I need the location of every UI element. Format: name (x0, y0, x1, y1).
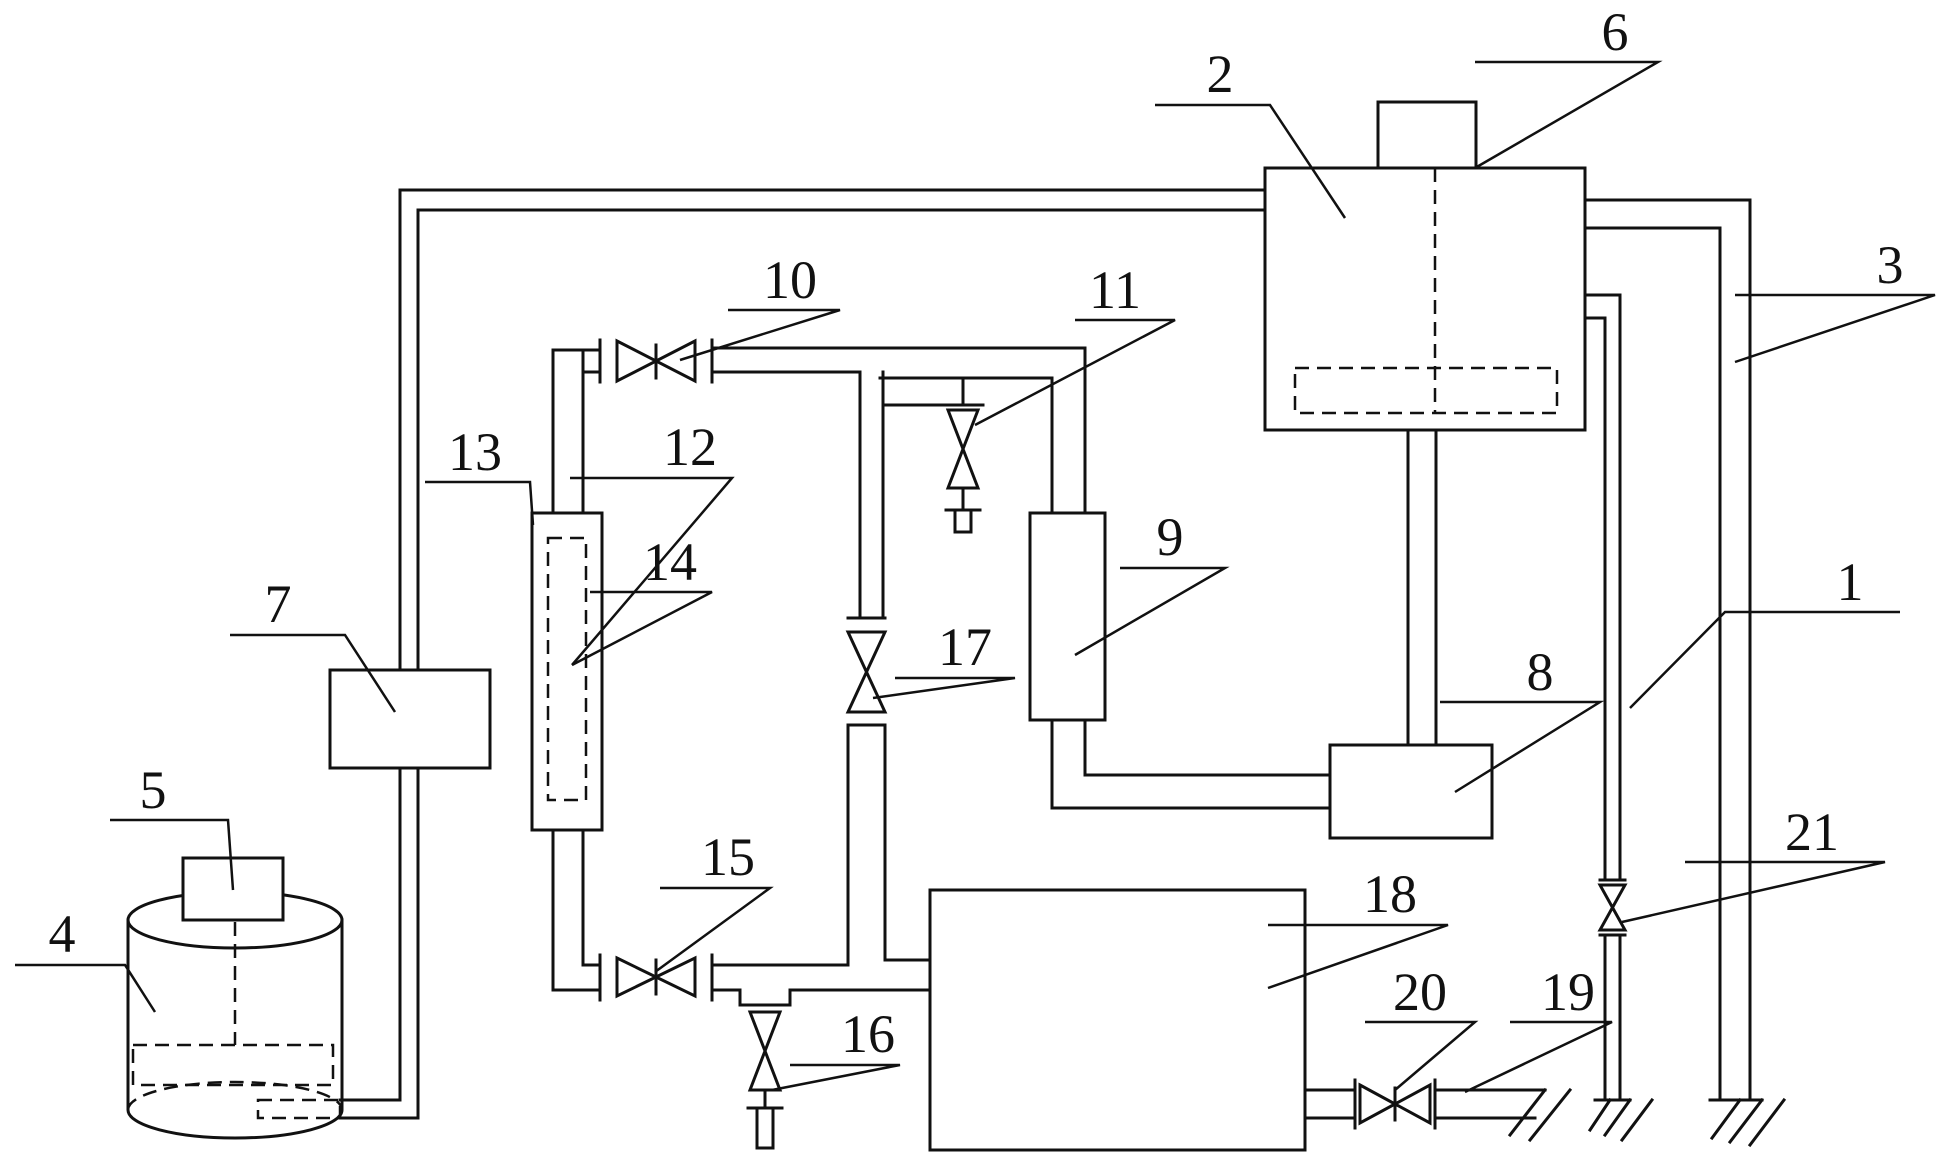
label-14: 14 (643, 532, 697, 592)
label-17: 17 (938, 617, 992, 677)
label-9: 9 (1157, 507, 1184, 567)
label-11: 11 (1089, 260, 1141, 320)
pipe-12-top (551, 348, 602, 515)
label-6: 6 (1602, 2, 1629, 62)
ground-hatch-outlet-19 (1507, 1087, 1573, 1143)
pipe-9-to-10 (710, 346, 1087, 620)
label-10: 10 (763, 250, 817, 310)
tank-2 (1263, 166, 1587, 432)
pipe-2-to-8 (1406, 428, 1438, 747)
unit-7 (328, 668, 492, 770)
tank-4 (126, 890, 344, 1140)
pipe-8-to-9 (1050, 718, 1332, 810)
valve-10 (598, 338, 714, 384)
label-20: 20 (1393, 962, 1447, 1022)
label-7: 7 (265, 574, 292, 634)
ground-hatch-pipe-1 (1587, 1097, 1655, 1143)
unit-9 (1028, 511, 1107, 722)
tank-18 (928, 888, 1307, 1152)
column-element-14 (546, 536, 588, 802)
label-18: 18 (1363, 864, 1417, 924)
pipe-1 (1583, 293, 1622, 1102)
return-pipe-2-to-4 (338, 188, 1267, 1120)
pump-8 (1328, 743, 1494, 840)
valve-20 (1358, 1082, 1432, 1126)
label-2: 2 (1207, 44, 1234, 104)
column-12 (530, 511, 604, 832)
label-19: 19 (1541, 962, 1595, 1022)
leader-lines (15, 60, 1936, 1094)
label-8: 8 (1527, 642, 1554, 702)
pipe-3 (1583, 198, 1752, 1102)
label-21: 21 (1785, 802, 1839, 862)
label-12: 12 (663, 417, 717, 477)
valve-17 (845, 616, 888, 727)
label-15: 15 (701, 827, 755, 887)
label-4: 4 (49, 904, 76, 964)
label-3: 3 (1877, 235, 1904, 295)
pipe-center-vertical (846, 723, 932, 962)
motor-6 (1376, 100, 1478, 170)
valve-16 (745, 1003, 785, 1150)
ground-hatch-pipe-3 (1708, 1097, 1787, 1148)
valve-15 (598, 953, 714, 1002)
label-16: 16 (841, 1004, 895, 1064)
label-13: 13 (448, 422, 502, 482)
label-1: 1 (1837, 552, 1864, 612)
valve-11 (941, 403, 985, 534)
valve-21 (1597, 878, 1628, 937)
pipe-18-to-19 (1303, 1078, 1547, 1130)
label-5: 5 (140, 760, 167, 820)
